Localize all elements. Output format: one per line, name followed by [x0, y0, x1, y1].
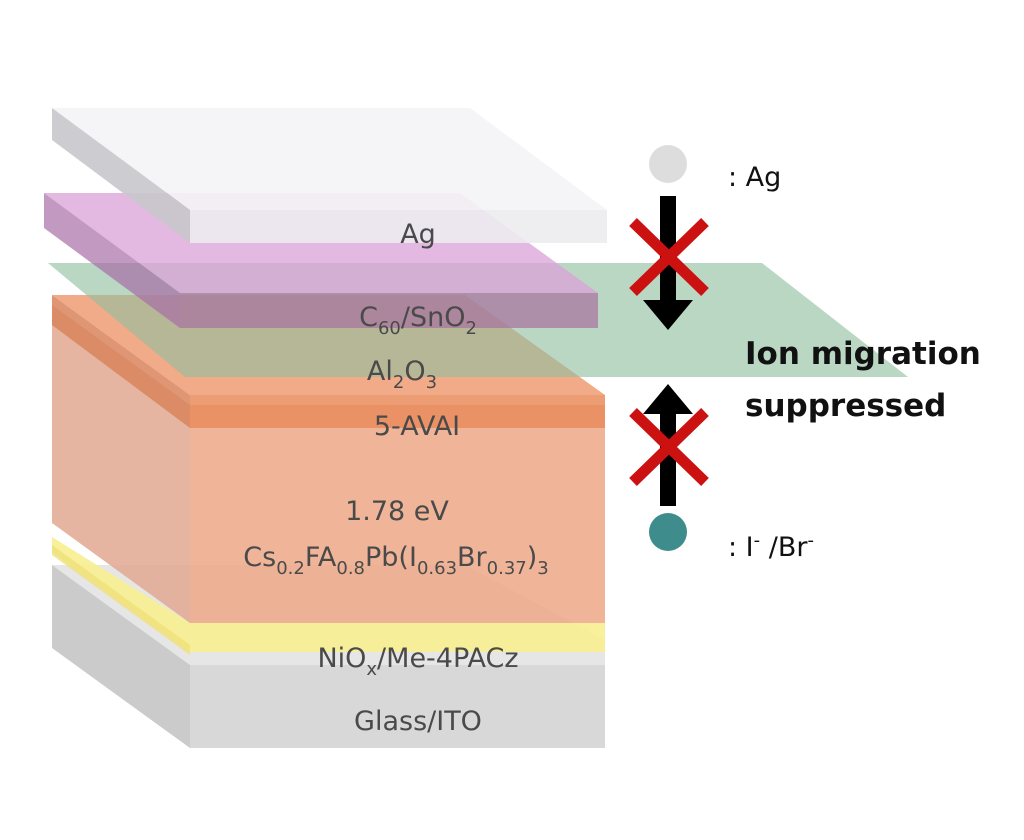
label-bandgap: 1.78 eV [345, 496, 449, 527]
avai-side [52, 295, 190, 428]
formula-text: FA [305, 542, 337, 573]
formula-text: Cs [243, 542, 276, 573]
glass-ito-front [190, 665, 605, 748]
legend-ag-label: : Ag [728, 162, 781, 193]
formula-text: Br [457, 542, 488, 573]
layer-ag [52, 108, 607, 243]
legend-ion-label: : I- /Br- [728, 530, 814, 563]
formula-subscript: 0.8 [336, 558, 365, 579]
layer-perovskite [52, 305, 605, 623]
label-glass-ito: Glass/ITO [354, 706, 482, 737]
blocked-x-icon-bottom [629, 408, 709, 486]
callout-line-1: Ion migration [745, 336, 981, 372]
ag-top [52, 108, 607, 210]
ag-atom-icon [649, 145, 687, 183]
formula-subscript: 0.63 [417, 558, 457, 579]
ag-side [52, 108, 190, 243]
avai-front [190, 395, 605, 428]
label-ag: Ag [400, 219, 436, 250]
blocked-x-icon-top [629, 218, 709, 296]
nio-top [52, 537, 605, 652]
ag-front [190, 210, 607, 243]
formula-text: ) [527, 542, 538, 573]
formula-subscript: 3 [537, 558, 548, 579]
nio-side [52, 545, 190, 655]
c60-front [180, 293, 598, 328]
callout-line-2: suppressed [745, 388, 946, 424]
label-5-avai: 5-AVAI [374, 411, 460, 442]
label-al2o3: Al2O3 [367, 356, 437, 393]
glass-ito-side [52, 565, 190, 748]
label-c60-sno2: C60/SnO2 [359, 302, 477, 339]
halide-ion-icon [649, 513, 687, 551]
formula-text: Pb(I [365, 542, 417, 573]
formula-subscript: 0.2 [276, 558, 305, 579]
label-perovskite-formula: Cs0.2FA0.8Pb(I0.63Br0.37)3 [243, 542, 548, 579]
label-nio-me4pacz: NiOx/Me-4PACz [317, 643, 518, 680]
up-arrow-icon [643, 384, 693, 506]
perovskite-front [190, 405, 605, 623]
c60-side [44, 193, 180, 328]
layer-nio-me4pacz [52, 537, 605, 655]
formula-subscript: 0.37 [487, 558, 527, 579]
